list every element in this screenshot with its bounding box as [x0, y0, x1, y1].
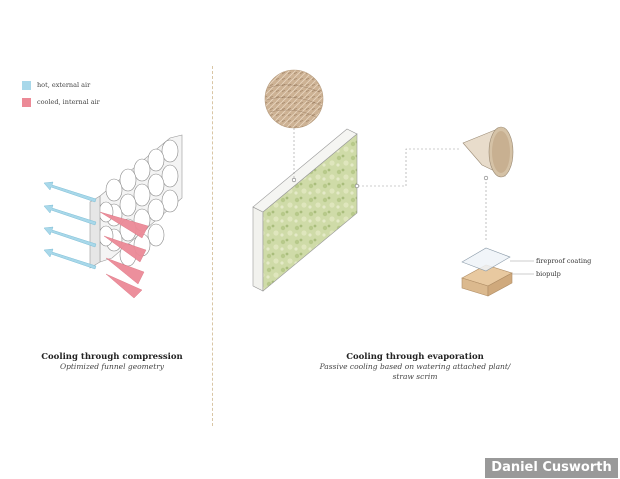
hot-air-swatch	[22, 80, 31, 90]
cone-funnel	[462, 126, 514, 178]
detail-anchor	[291, 177, 297, 183]
cool-air-swatch	[22, 97, 31, 107]
right-panel-subtitle-line1: Passive cooling based on watering attach…	[319, 362, 511, 371]
legend-label-cool: cooled, internal air	[37, 98, 100, 106]
funnel-wall	[89, 134, 183, 269]
left-panel-subtitle: Optimized funnel geometry	[59, 362, 165, 371]
label-biopulp: biopulp	[536, 270, 561, 278]
straw-detail	[264, 69, 324, 129]
legend: hot, external air cooled, internal air	[22, 78, 100, 112]
panel-connector	[358, 148, 460, 187]
left-caption: Cooling through compression Optimized fu…	[32, 352, 192, 372]
panel-divider	[212, 66, 213, 426]
panel-anchor	[354, 183, 360, 189]
right-panel-title: Cooling through evaporation	[346, 352, 484, 362]
cone-anchor	[483, 175, 489, 181]
legend-item-cool: cooled, internal air	[22, 95, 100, 109]
legend-label-hot: hot, external air	[37, 81, 91, 89]
hot-air-arrows	[43, 181, 97, 270]
label-fireproof-coating: fireproof coating	[536, 257, 592, 265]
cooled-air-wedges	[99, 211, 149, 299]
left-panel-title: Cooling through compression	[41, 352, 183, 362]
evaporative-panel	[252, 128, 358, 292]
legend-item-hot: hot, external air	[22, 78, 100, 92]
right-caption: Cooling through evaporation Passive cool…	[305, 352, 525, 382]
layer-sample	[461, 247, 513, 297]
watermark: Daniel Cusworth	[485, 458, 618, 478]
right-panel-subtitle-line2: straw scrim	[392, 372, 438, 381]
